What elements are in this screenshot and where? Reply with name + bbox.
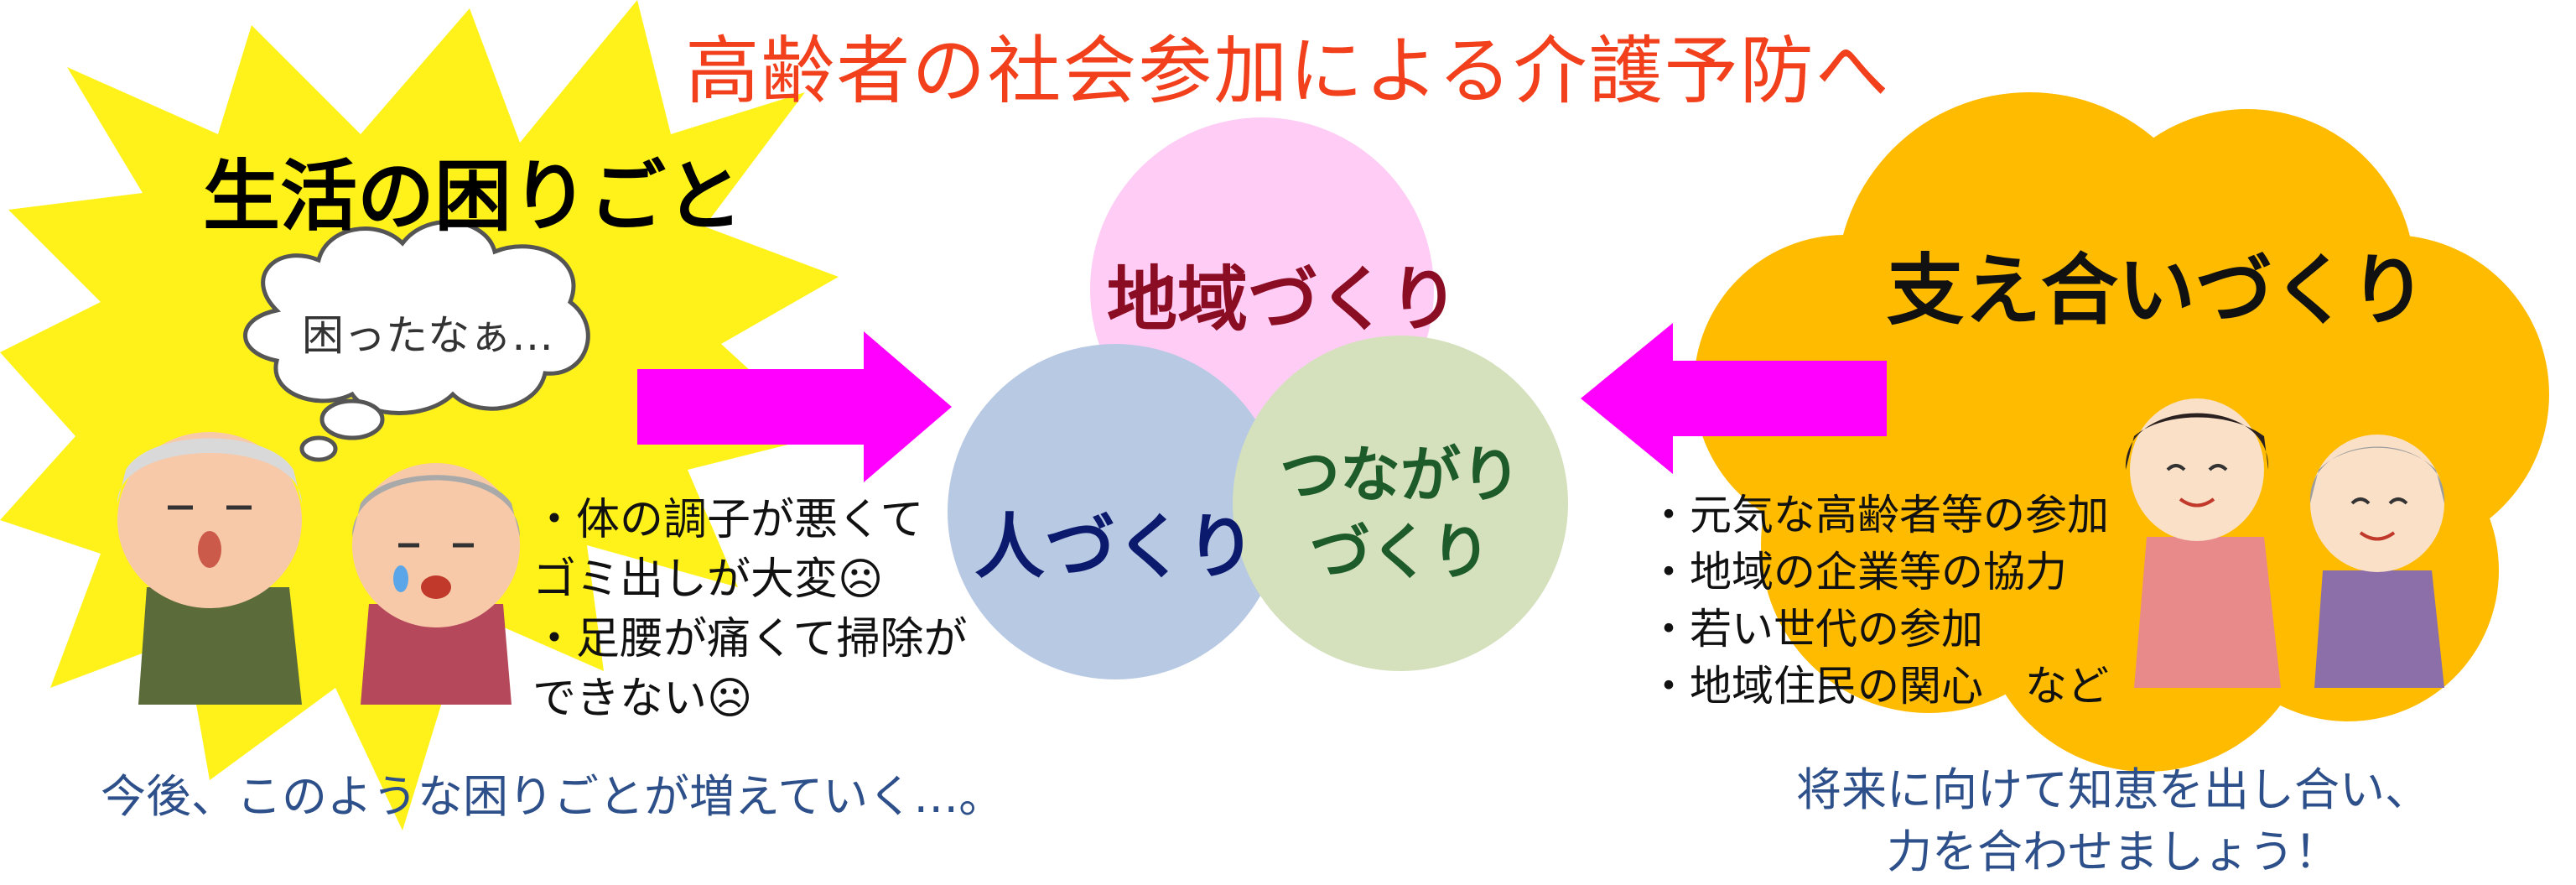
right-bullet-item: ・地域住民の関心 など	[1648, 662, 2109, 711]
thought-text: 困ったなぁ…	[302, 311, 553, 360]
arrow-right-shape	[637, 331, 952, 482]
arrow-left-shape	[1581, 323, 1887, 474]
left-caption: 今後、このような困りごとが増えていく…。	[101, 770, 1005, 823]
thought-bubble-shape	[243, 220, 590, 462]
left-bullet-list: ・体の調子が悪くて ゴミ出しが大変☹ ・足腰が痛くて掃除が できない☹	[532, 491, 967, 729]
circle-label-chiiki: 地域づくり	[1106, 258, 1459, 341]
right-bullet-item: ・地域の企業等の協力	[1648, 548, 2067, 596]
right-caption: 将来に向けて知恵を出し合い、 力を合わせましょう！	[1778, 759, 2449, 883]
circle-hito	[948, 344, 1283, 679]
right-bullet-list: ・元気な高齢者等の参加 ・地域の企業等の協力 ・若い世代の参加 ・地域住民の関心…	[1648, 487, 2109, 715]
circle-label-tsunagari-line2: づくり	[1309, 517, 1491, 587]
caregiver-and-elder-illustration	[2125, 398, 2445, 688]
right-bullet-item: ・元気な高齢者等の参加	[1648, 491, 2109, 539]
left-bullet-item: ・体の調子が悪くて	[532, 495, 924, 545]
left-bullet-item: ゴミ出しが大変☹	[532, 554, 884, 605]
right-bullet-item: ・若い世代の参加	[1648, 605, 1983, 653]
circle-label-tsunagari-line1: つながり	[1279, 440, 1521, 510]
orange-cloud-shape	[1694, 92, 2549, 772]
right-heading: 支え合いづくり	[1887, 246, 2428, 336]
left-heading: 生活の困りごと	[203, 152, 744, 242]
page-title: 高齢者の社会参加による介護予防へ	[685, 28, 1891, 114]
left-bullet-item: できない☹	[532, 674, 753, 724]
left-bullet-item: ・足腰が痛くて掃除が	[532, 614, 968, 664]
right-caption-line1: 将来に向けて知恵を出し合い、	[1796, 763, 2430, 816]
circle-label-hito: 人づくり	[974, 506, 1256, 588]
elderly-couple-illustration	[117, 432, 520, 705]
right-caption-line2: 力を合わせましょう！	[1887, 825, 2340, 878]
circle-tsunagari	[1233, 336, 1568, 671]
circle-label-tsunagari: つながり づくり	[1249, 436, 1551, 591]
